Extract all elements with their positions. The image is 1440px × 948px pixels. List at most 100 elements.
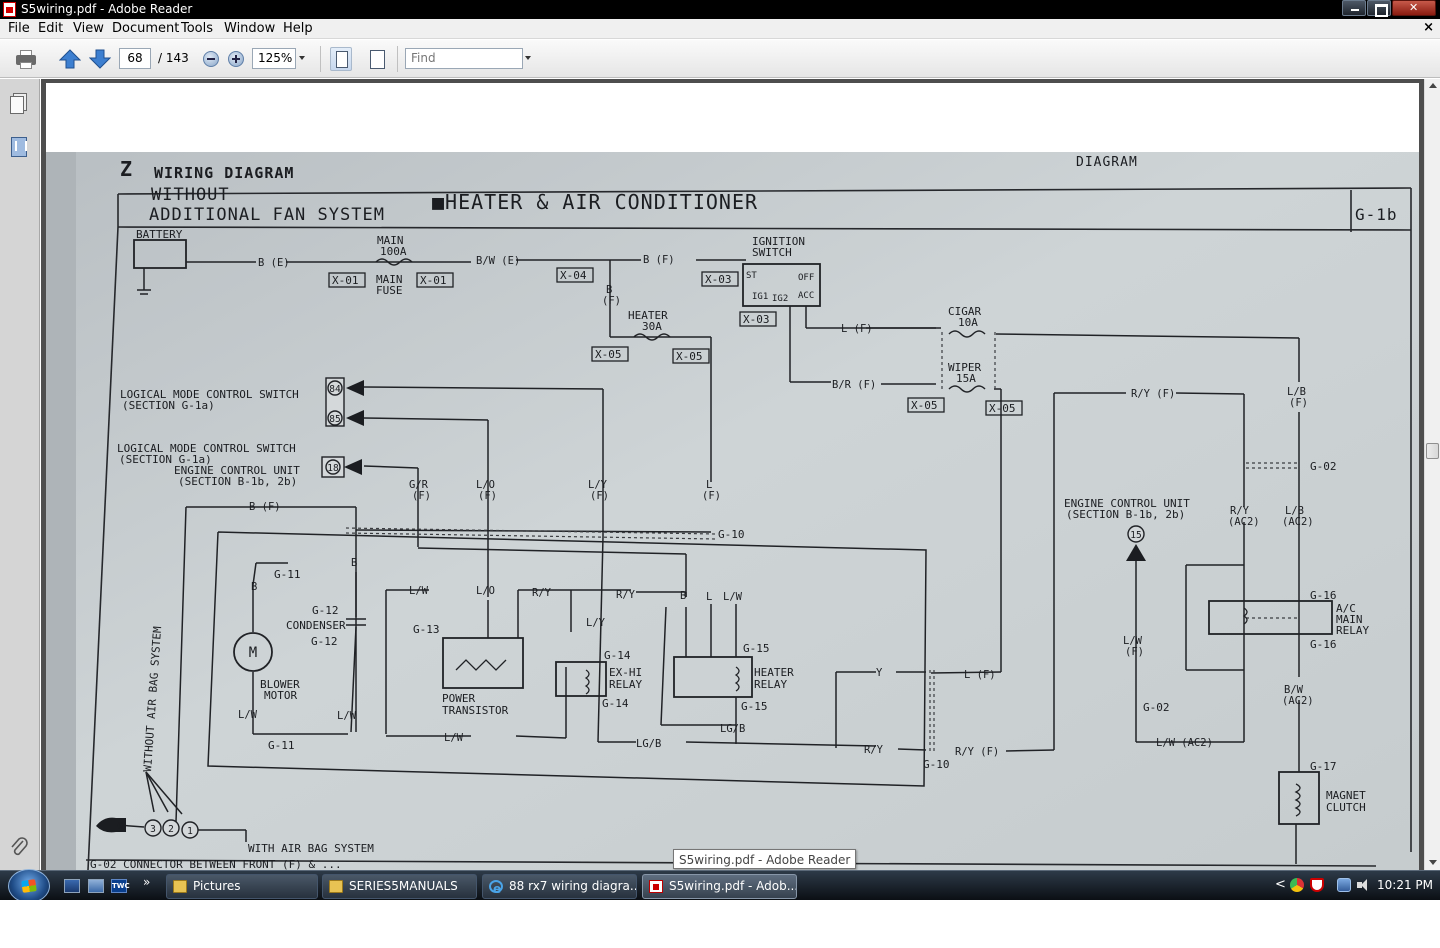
find-input[interactable]: Find (405, 48, 523, 69)
wire-label: L/W (444, 732, 464, 744)
connector-label: G-11 (274, 568, 301, 581)
next-page-icon[interactable] (88, 48, 113, 70)
print-icon[interactable] (14, 48, 38, 70)
zoom-out-icon[interactable] (203, 51, 219, 67)
wire-label: L/B (1285, 505, 1304, 517)
menu-help[interactable]: Help (283, 21, 313, 36)
volume-icon[interactable] (1357, 878, 1371, 892)
page-number-input[interactable]: 68 (119, 48, 151, 69)
fit-width-icon[interactable] (367, 48, 387, 70)
label-main-fuse: MAIN (376, 273, 403, 286)
pin-15: 15 (1130, 530, 1141, 541)
menu-edit[interactable]: Edit (38, 21, 64, 36)
label-blower-motor: BLOWER (260, 678, 300, 691)
wire-label: (AC2) (1282, 516, 1314, 528)
pages-panel-icon[interactable] (10, 93, 27, 114)
label-ecu-section: (SECTION B-1b, 2b) (178, 475, 297, 488)
connector-label: G-15 (743, 642, 770, 655)
folder-icon (329, 880, 343, 893)
label-ac-main-relay-3: RELAY (1336, 624, 1369, 637)
wire-label: LG/B (720, 723, 745, 735)
label-main-100a: MAIN (377, 234, 404, 247)
menu-window[interactable]: Window (224, 21, 276, 36)
taskbar-item-series5manuals[interactable]: SERIES5MANUALS (322, 874, 477, 899)
label-power-transistor-2: TRANSISTOR (442, 704, 509, 717)
wire-label: L/W (1123, 635, 1143, 647)
label-wiper-fuse: WIPER (948, 361, 981, 374)
system-clock[interactable]: 10:21 PM (1377, 878, 1433, 892)
zoom-in-icon[interactable] (228, 51, 244, 67)
wire-label: L/O (476, 479, 495, 491)
label-lmcs-2-section: (SECTION G-1a) (119, 453, 212, 466)
maximize-button[interactable] (1367, 0, 1391, 17)
label-cigar-fuse-2: 10A (958, 316, 978, 329)
page-top-margin (46, 83, 1419, 152)
tray-expand-icon[interactable]: < (1275, 877, 1286, 892)
taskbar-item-pictures[interactable]: Pictures (166, 874, 318, 899)
wire-label: G/R (409, 479, 429, 491)
connector-label: G-11 (268, 739, 295, 752)
taskbar-item-label: SERIES5MANUALS (349, 879, 458, 893)
chrome-tray-icon[interactable] (1290, 878, 1304, 892)
ground-pin-1: 1 (187, 826, 193, 837)
connector-x05-c: X-05 (911, 399, 938, 412)
scroll-down-icon[interactable] (1429, 860, 1437, 865)
minimize-button[interactable] (1342, 0, 1366, 16)
title-bar: S5wiring.pdf - Adobe Reader (0, 0, 1440, 19)
wire-label: (F) (702, 490, 721, 502)
wire-label: B (251, 581, 257, 593)
switch-windows-icon[interactable] (88, 879, 104, 893)
show-desktop-icon[interactable] (64, 879, 80, 893)
close-button[interactable] (1392, 0, 1436, 16)
label-battery: BATTERY (136, 228, 183, 241)
wire-label: B/W (E) (476, 255, 520, 267)
fit-page-icon[interactable] (330, 47, 352, 71)
document-view[interactable]: Z WIRING DIAGRAM DIAGRAM WITHOUT ADDITIO… (41, 79, 1424, 870)
taskbar-item-label: Pictures (193, 879, 241, 893)
label-heater-relay-2: RELAY (754, 678, 787, 691)
internet-explorer-icon (489, 878, 503, 898)
taskbar-tooltip: S5wiring.pdf - Adobe Reader (673, 849, 857, 869)
toolbar-divider (320, 46, 321, 72)
menu-document[interactable]: Document (112, 21, 180, 36)
attachments-icon[interactable] (9, 836, 29, 858)
connector-x05-d: X-05 (989, 402, 1016, 415)
twc-icon[interactable]: TWC (111, 879, 130, 893)
pin-18: 18 (327, 463, 339, 474)
wire-label: L/Y (588, 479, 608, 491)
taskbar-item-adobe-reader[interactable]: S5wiring.pdf - Adob... (642, 874, 797, 899)
ground-symbol: G (117, 821, 123, 832)
taskbar-item-browser[interactable]: 88 rx7 wiring diagra... (482, 874, 637, 899)
label-ignition-switch: IGNITION (752, 235, 805, 248)
menu-view[interactable]: View (73, 21, 104, 36)
connector-label: G-12 (311, 635, 338, 648)
label-exhi-relay: EX-HI (609, 666, 642, 679)
zoom-dropdown-icon[interactable] (299, 56, 305, 60)
connector-label: G-14 (602, 697, 629, 710)
find-dropdown-icon[interactable] (525, 56, 531, 60)
menu-tools[interactable]: Tools (181, 21, 214, 36)
connector-x01-a: X-01 (332, 274, 359, 287)
quicklaunch-more[interactable]: » (143, 875, 151, 889)
vertical-scrollbar[interactable] (1424, 79, 1440, 870)
wire-label: L/W (409, 585, 429, 597)
wire-label: R/Y (F) (1131, 388, 1175, 400)
previous-page-icon[interactable] (58, 48, 83, 70)
bookmarks-panel-icon[interactable] (9, 135, 29, 157)
connector-x05-a: X-05 (595, 348, 622, 361)
close-document-icon[interactable]: × (1423, 20, 1434, 35)
wire-label: L (706, 591, 712, 603)
zoom-level-input[interactable]: 125% (252, 48, 296, 69)
label-wiper-fuse-2: 15A (956, 372, 976, 385)
wire-label: B/R (F) (832, 379, 876, 391)
network-icon[interactable] (1337, 878, 1351, 892)
start-button[interactable] (8, 869, 50, 900)
wire-label: (F) (602, 295, 621, 307)
wire-label: L/W (723, 591, 743, 603)
scroll-up-icon[interactable] (1429, 83, 1437, 88)
label-ecu-right: ENGINE CONTROL UNIT (1064, 497, 1190, 510)
wire-label: R/Y (1230, 505, 1250, 517)
security-shield-icon[interactable] (1310, 878, 1324, 892)
scroll-thumb[interactable] (1426, 443, 1439, 459)
menu-file[interactable]: File (8, 21, 30, 36)
